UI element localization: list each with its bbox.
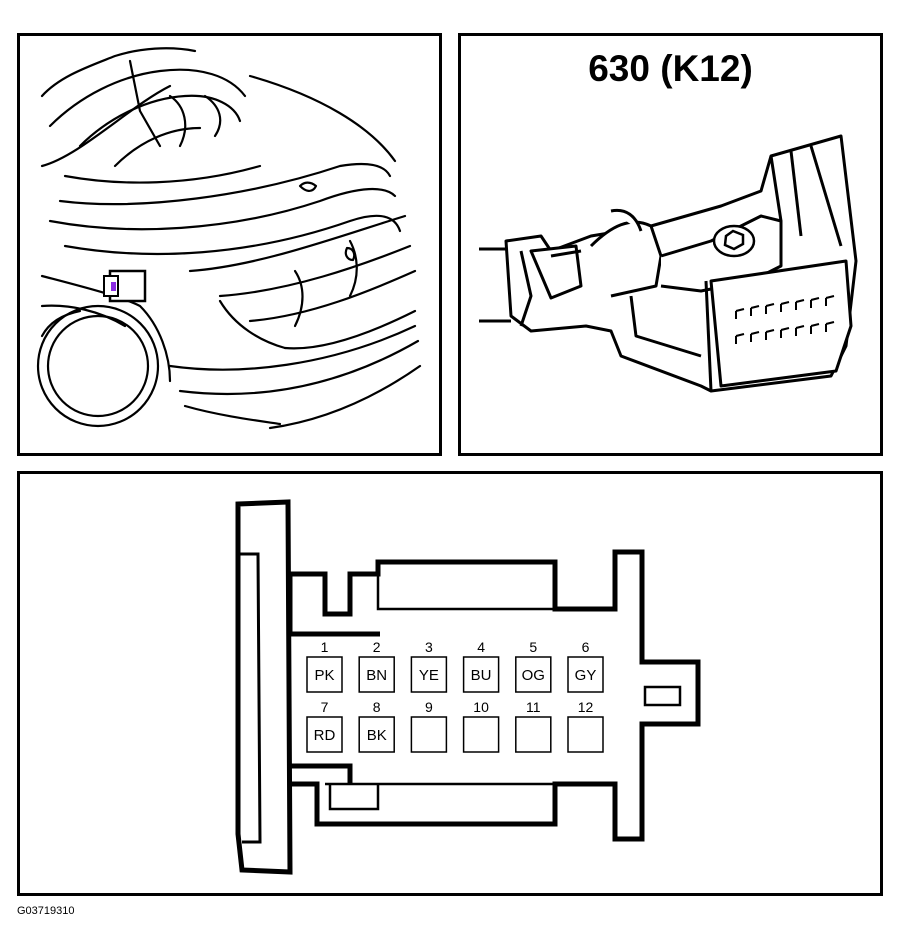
pin-number: 12 [578,699,594,715]
highlight-marker [111,282,116,291]
pin-number: 11 [526,699,541,715]
pin-wire-color: RD [314,727,336,744]
pin-cavity [410,716,448,753]
pin-grid: 1PK 2BN 3YE 4BU 5OG 6GY 7RD 8BK 9 10 11 12 [306,639,604,753]
vehicle-rear-illustration [36,47,422,430]
vehicle-location-panel [17,33,442,456]
pin-cavity [306,656,343,693]
figure-id: G03719310 [17,905,75,917]
pin-cavity [567,656,604,693]
pin-number: 5 [529,639,537,655]
pin-cavity [358,656,395,693]
pin-cavity [567,716,604,753]
pin-wire-color: YE [419,667,439,684]
pin-cavity [462,656,500,693]
pin-wire-color: GY [575,667,597,684]
pin-cavity [515,656,552,693]
pin-wire-color: BK [367,727,387,744]
pin-number: 8 [373,699,381,715]
pin-number: 10 [473,699,489,715]
pin-number: 2 [373,639,381,655]
pin-number: 7 [321,699,329,715]
pin-cavity [515,716,552,753]
pin-cavity [410,656,448,693]
pin-number: 3 [425,639,433,655]
pin-cavity [358,716,395,753]
pin-cavity [306,716,343,753]
pin-cavity [462,716,500,753]
pin-number: 6 [582,639,590,655]
pin-wire-color: BU [471,667,492,684]
pin-wire-color: PK [314,667,334,684]
pin-wire-color: BN [366,667,387,684]
pin-number: 1 [321,639,329,655]
pinout-diagram: 1PK 2BN 3YE 4BU 5OG 6GY 7RD 8BK 9 10 11 12 [235,499,701,875]
connector-illustration [479,134,858,393]
connector-location-marker [103,269,147,303]
connector-view-panel: 630 (K12) [458,33,883,456]
pin-wire-color: OG [522,667,545,684]
connector-title: 630 (K12) [588,48,753,89]
pin-number: 4 [477,639,485,655]
pin-number: 9 [425,699,433,715]
